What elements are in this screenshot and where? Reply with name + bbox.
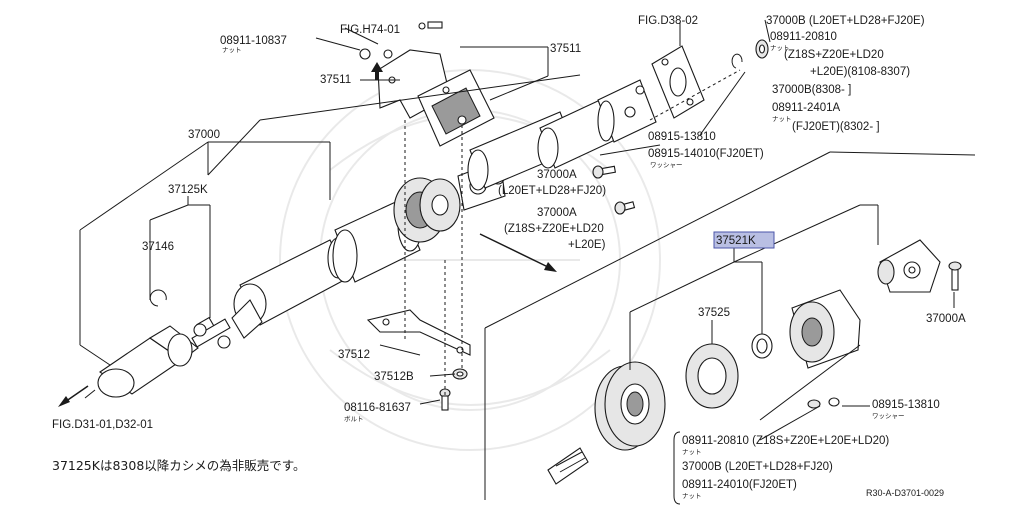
- figure-code: R30-A-D3701-0029: [866, 488, 944, 498]
- leader-lines: [79, 19, 955, 441]
- rear-yoke-flange: [597, 79, 657, 143]
- kit-border: [484, 151, 976, 500]
- bearing-ring-large: [594, 361, 666, 451]
- label-37000a-a: 37000A: [537, 169, 577, 181]
- label-08915-13810-b: 08915-13810: [872, 399, 940, 411]
- label-08911-20810-r1: 08911-20810: [770, 31, 837, 43]
- bolt-37000a-lower: [614, 201, 636, 215]
- label-08116-81637: 08116-81637: [344, 402, 411, 414]
- snap-ring: [149, 289, 167, 307]
- arrow-southwest-icon: [58, 385, 89, 407]
- bottom-bracket-brace: [673, 431, 681, 505]
- footnote: 37125Kは8308以降カシメの為非販売です。: [52, 458, 306, 473]
- label-37521k: 37521K: [716, 235, 756, 247]
- label-nut-1: ナット: [222, 46, 242, 54]
- fig-d31-label[interactable]: FIG.D31-01,D32-01: [52, 419, 153, 431]
- fig-h74-label[interactable]: FIG.H74-01: [340, 24, 400, 36]
- label-08915-14010: 08915-14010(FJ20ET): [648, 148, 764, 160]
- washer-ring: [751, 333, 773, 359]
- label-r1-l7: (FJ20ET)(8302- ]: [792, 121, 880, 133]
- flange-yoke-right: [877, 239, 941, 293]
- label-r1-l6: 08911-2401A: [772, 102, 841, 114]
- label-37512b: 37512B: [374, 371, 414, 383]
- center-bearing-bracket: [359, 21, 495, 147]
- label-37125k: 37125K: [168, 184, 208, 196]
- label-37000a-b-spec2: +L20E): [568, 239, 606, 251]
- label-nut-3: ナット: [772, 115, 792, 123]
- label-b-l3: 08911-24010(FJ20ET): [682, 479, 797, 491]
- rear-tube: [467, 99, 616, 191]
- flange-nut-washer: [731, 39, 769, 69]
- nut-washer-08915: [807, 397, 840, 409]
- label-37000a-b: 37000A: [537, 207, 577, 219]
- rubber-insulator-37525: [685, 343, 739, 409]
- arrow-southeast-icon: [479, 233, 557, 272]
- label-b-l2: 37000B (L20ET+LD28+FJ20): [682, 461, 833, 473]
- label-37000a-b-spec1: (Z18S+Z20E+LD20: [504, 223, 604, 235]
- lower-bracket: [366, 309, 471, 356]
- label-37000b-r1: 37000B (L20ET+LD28+FJ20E): [766, 15, 925, 27]
- label-37511-b: 37511: [320, 74, 351, 86]
- label-washer-2: ワッシャー: [872, 412, 905, 420]
- fig-d38-label[interactable]: FIG.D38-02: [638, 15, 698, 27]
- label-washer-1: ワッシャー: [650, 161, 683, 169]
- center-bearing-assembly: [393, 177, 461, 243]
- nut-37512b: [452, 368, 468, 380]
- label-b-l1: 08911-20810 (Z18S+Z20E+L20E+LD20): [682, 435, 889, 447]
- companion-flange-plate: [651, 45, 705, 119]
- label-bolt: ボルト: [344, 415, 364, 423]
- label-37146: 37146: [142, 241, 174, 253]
- label-r1-l4: +L20E)(8108-8307): [810, 66, 910, 78]
- label-nut-4: ナット: [682, 448, 702, 456]
- label-08915-13810-a: 08915-13810: [648, 131, 716, 143]
- front-sleeve-yoke: [84, 325, 199, 399]
- bolt-37000a-upper: [592, 165, 617, 179]
- label-37000: 37000: [188, 129, 220, 141]
- bolt-37000a-right: [948, 261, 962, 291]
- label-nut-5: ナット: [682, 492, 702, 500]
- label-37512: 37512: [338, 349, 370, 361]
- highlight-box-37521k: [713, 231, 775, 249]
- label-r1-l3: (Z18S+Z20E+LD20: [784, 49, 884, 61]
- label-37511-a: 37511: [550, 43, 581, 55]
- label-08911-10837: 08911-10837: [220, 35, 287, 47]
- label-nut-2: ナット: [770, 44, 790, 52]
- up-arrow-icon: [371, 62, 383, 80]
- label-37000a-c: 37000A: [926, 313, 966, 325]
- shaft-spline-end: [547, 447, 589, 485]
- label-r1-l5: 37000B(8308- ]: [772, 84, 851, 96]
- bearing-housing: [789, 289, 861, 369]
- label-37000a-a-spec: (L20ET+LD28+FJ20): [498, 185, 606, 197]
- label-37525: 37525: [698, 307, 730, 319]
- guide-lines: [404, 69, 741, 395]
- universal-joint-cross: [191, 316, 231, 349]
